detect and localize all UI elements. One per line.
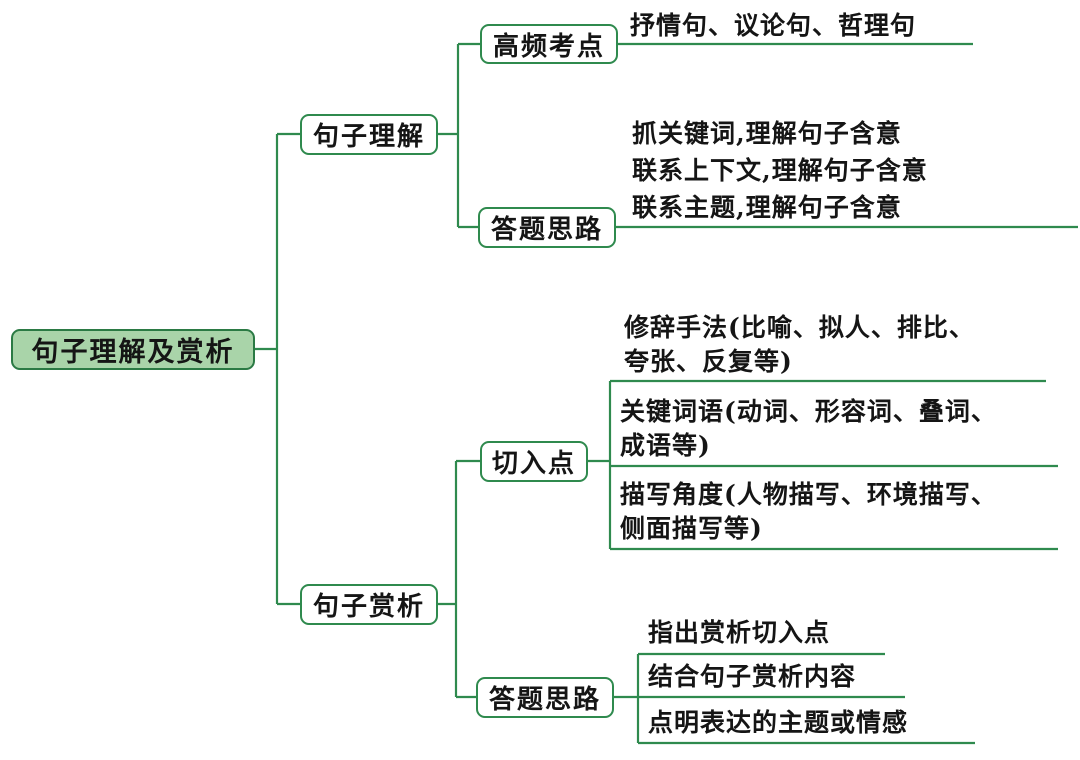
understanding-label: 句子理解: [312, 122, 425, 152]
root-node: 句子理解及赏析: [11, 329, 255, 370]
entry-point-item: 描写角度(人物描写、环境描写、 侧面描写等): [620, 480, 997, 543]
frequent-item: 抒情句、议论句、哲理句: [630, 11, 917, 40]
entry-point-item: 关键词语(动词、形容词、叠词、 成语等): [620, 397, 997, 460]
understanding-approach-list: 抓关键词,理解句子含意 联系上下文,理解句子含意 联系主题,理解句子含意: [632, 115, 928, 226]
appreciation-approach-node: 答题思路: [476, 677, 614, 718]
appreciation-approach-item: 结合句子赏析内容: [648, 662, 857, 691]
entry-point-node: 切入点: [480, 441, 588, 482]
understanding-node: 句子理解: [300, 114, 438, 155]
understanding-approach-node: 答题思路: [478, 207, 616, 248]
entry-point-item: 修辞手法(比喻、拟人、排比、 夸张、反复等): [624, 313, 975, 376]
appreciation-approach-item: 点明表达的主题或情感: [648, 708, 909, 737]
root-label: 句子理解及赏析: [31, 337, 235, 368]
frequent-node: 高频考点: [480, 24, 618, 64]
understanding-approach-label: 答题思路: [490, 215, 603, 245]
appreciation-approach-label: 答题思路: [488, 685, 601, 715]
entry-point-label: 切入点: [491, 449, 576, 479]
understanding-approach-item: 抓关键词,理解句子含意: [632, 119, 902, 148]
appreciation-approach-item: 指出赏析切入点: [648, 618, 831, 647]
understanding-approach-item: 联系上下文,理解句子含意: [632, 156, 928, 185]
frequent-label: 高频考点: [492, 31, 605, 62]
appreciation-node: 句子赏析: [300, 584, 438, 625]
appreciation-label: 句子赏析: [312, 592, 425, 622]
understanding-approach-item: 联系主题,理解句子含意: [632, 193, 902, 222]
